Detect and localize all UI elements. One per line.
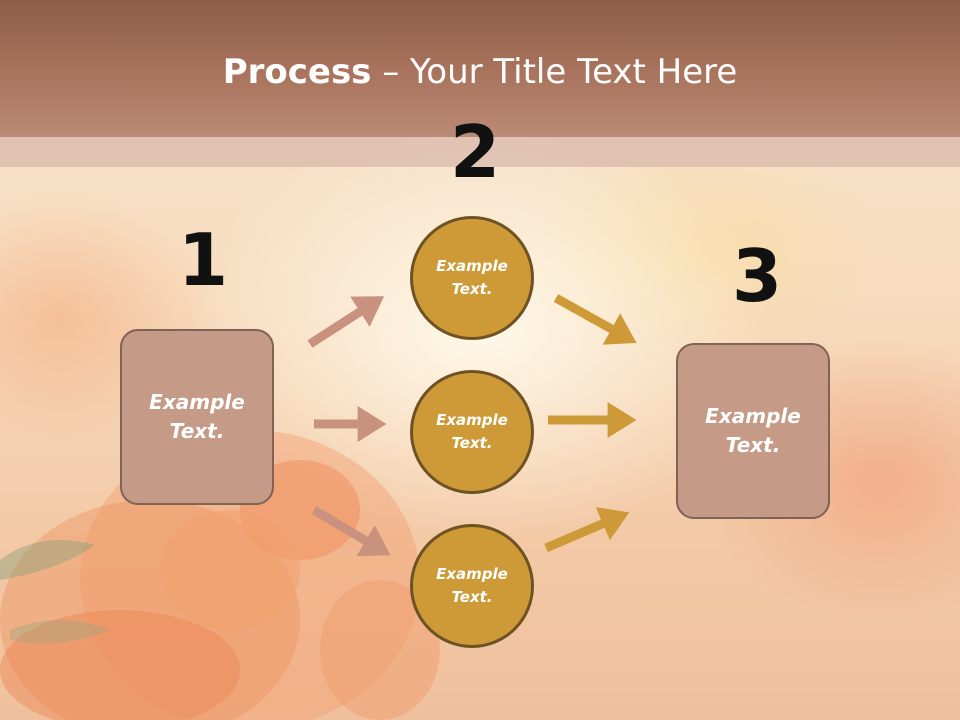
circle-middle-label-line1: Example — [436, 411, 508, 429]
step-1-box[interactable]: Example Text. — [120, 329, 274, 505]
circle-bottom-label: Example Text. — [436, 563, 508, 609]
arrow-left-up — [307, 296, 385, 348]
step-3-label-line2: Text. — [725, 433, 781, 457]
step-1-label-line1: Example — [149, 390, 245, 414]
step-2-circle-middle[interactable]: Example Text. — [410, 370, 534, 494]
step-1-label-line2: Text. — [169, 419, 225, 443]
circle-bottom-label-line2: Text. — [451, 588, 493, 606]
step-2-circle-bottom[interactable]: Example Text. — [410, 524, 534, 648]
circle-top-label-line2: Text. — [451, 280, 493, 298]
arrow-right-down — [553, 294, 637, 345]
step-2-circle-top[interactable]: Example Text. — [410, 216, 534, 340]
step-number-1: 1 — [178, 218, 229, 302]
slide-title: Process – Your Title Text Here — [0, 52, 960, 92]
circle-bottom-label-line1: Example — [436, 565, 508, 583]
step-number-3: 3 — [732, 234, 783, 318]
arrow-right-up — [544, 507, 630, 553]
title-sub-band — [0, 137, 960, 167]
step-3-label: Example Text. — [705, 402, 801, 460]
circle-middle-label: Example Text. — [436, 409, 508, 455]
circle-top-label-line1: Example — [436, 257, 508, 275]
step-1-label: Example Text. — [149, 388, 245, 446]
title-rest: – Your Title Text Here — [371, 52, 738, 92]
title-band — [0, 0, 960, 137]
step-number-2: 2 — [450, 110, 501, 194]
title-bold: Process — [222, 52, 372, 92]
circle-middle-label-line2: Text. — [451, 434, 493, 452]
step-3-box[interactable]: Example Text. — [676, 343, 830, 519]
circle-top-label: Example Text. — [436, 255, 508, 301]
rose-background-image — [0, 430, 440, 720]
step-3-label-line1: Example — [705, 404, 801, 428]
